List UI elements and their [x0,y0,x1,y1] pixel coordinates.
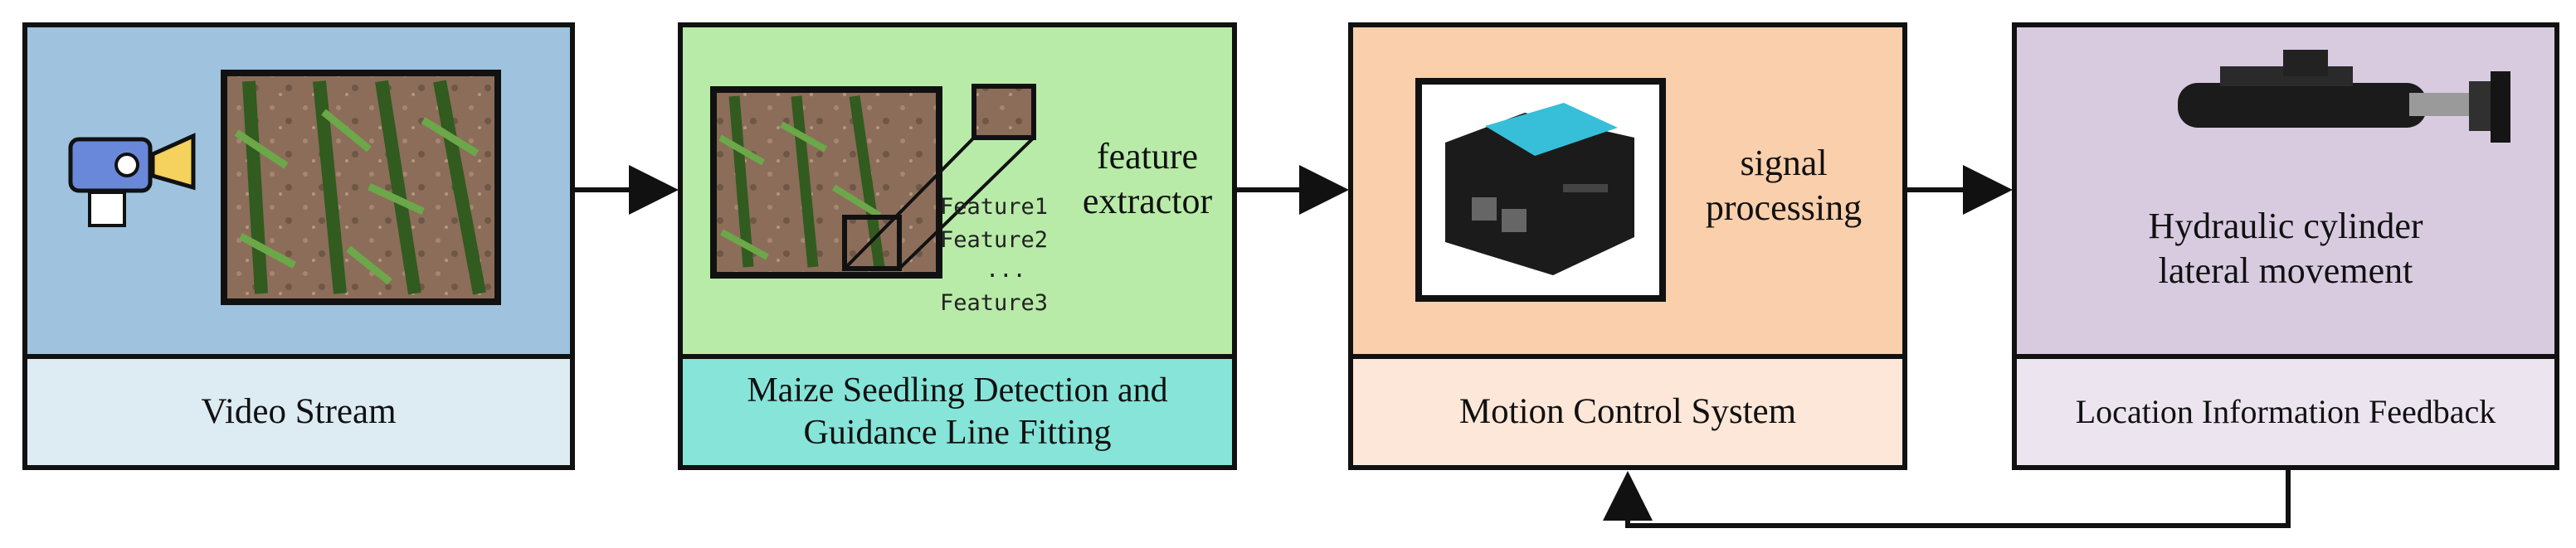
hydraulic-cylinder-image [2178,50,2510,143]
stage-video-stream [22,22,575,470]
feedback-arrow [1603,468,2291,528]
maize-detection-label-line-1: Maize Seedling Detection and [747,371,1168,410]
maize-field-image [221,70,501,305]
hydraulic-cylinder-line-1: Hydraulic cylinder [2148,206,2423,246]
maize-detection-label: Maize Seedling Detection and Guidance Li… [680,356,1234,468]
detection-field-image [710,84,1036,279]
stage-maize-seedling-detection [678,22,1237,470]
feature-extractor-line-2: extractor [1082,180,1213,221]
feature-ellipsis-label: ... [986,257,1026,283]
hydraulic-cylinder-label: Hydraulic cylinder lateral movement [2014,204,2557,293]
motion-control-label: Motion Control System [1458,391,1797,431]
controller-device-image [1415,78,1666,302]
feature-1-label: Feature1 [940,194,1049,220]
feature-2-label: Feature2 [940,227,1049,253]
signal-processing-line-2: processing [1705,187,1863,228]
maize-detection-label-line-2: Guidance Line Fitting [803,414,1112,452]
feature-extractor-line-1: feature [1096,136,1199,177]
hydraulic-cylinder-line-2: lateral movement [2158,250,2413,291]
location-feedback-label: Location Information Feedback [2075,392,2496,430]
signal-processing-line-1: signal [1740,143,1828,183]
stage-motion-control-system [1348,22,1907,470]
video-stream-label: Video Stream [201,391,397,431]
stage-location-feedback [2012,22,2559,470]
feature-extractor-label: feature extractor [1060,134,1234,223]
signal-processing-label: signal processing [1676,141,1892,230]
camera-icon [68,133,196,227]
feature-3-label: Feature3 [940,290,1049,316]
arrows [572,165,2291,528]
